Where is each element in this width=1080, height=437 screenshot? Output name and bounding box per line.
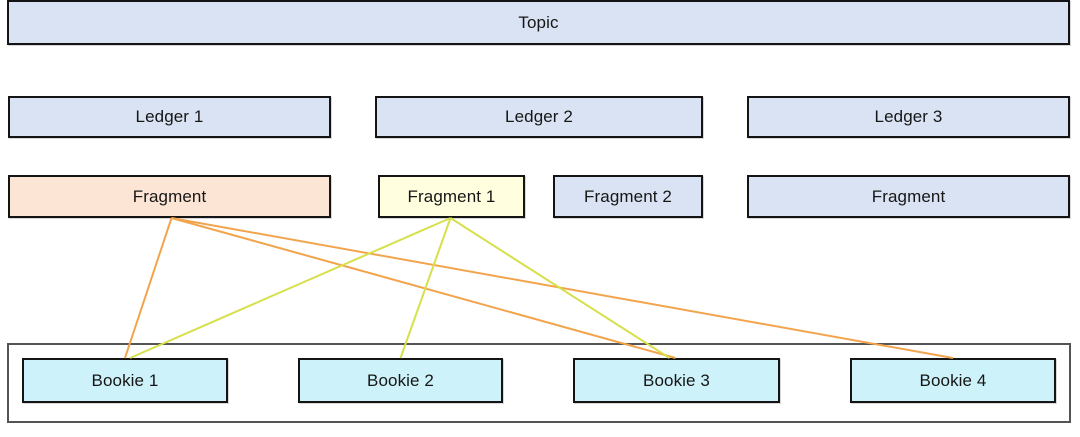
node-fragment-1: Fragment 1 [378, 175, 525, 218]
node-fragment-2-label: Fragment 2 [584, 186, 672, 206]
edge-node-fragment-1-to-node-bookie-3 [449, 217, 671, 359]
node-fragment-b: Fragment [747, 175, 1070, 218]
edge-node-fragment-1-to-node-bookie-2 [399, 217, 452, 359]
node-ledger-2-label: Ledger 2 [505, 107, 573, 126]
node-topic-label: Topic [518, 12, 559, 32]
node-bookie-2-label: Bookie 2 [367, 370, 434, 390]
node-fragment-2: Fragment 2 [553, 175, 703, 218]
node-bookie-1: Bookie 1 [22, 358, 228, 403]
edge-node-fragment-1-to-node-bookie-1 [129, 217, 451, 359]
node-bookie-1-label: Bookie 1 [91, 370, 159, 390]
node-topic: Topic [7, 0, 1070, 45]
node-ledger-1: Ledger 1 [8, 96, 331, 138]
node-bookie-4-label: Bookie 4 [919, 370, 987, 390]
node-fragment-a-label: Fragment [132, 186, 207, 206]
node-ledger-3: Ledger 3 [747, 96, 1070, 138]
edge-node-fragment-a-to-node-bookie-3 [171, 217, 676, 359]
node-fragment-b-label: Fragment [871, 186, 946, 206]
edge-node-fragment-a-to-node-bookie-1 [124, 217, 173, 359]
node-ledger-2: Ledger 2 [375, 96, 703, 138]
node-bookie-3-label: Bookie 3 [643, 370, 710, 390]
node-fragment-1-label: Fragment 1 [407, 186, 496, 206]
edge-node-fragment-a-to-node-bookie-4 [171, 217, 954, 359]
node-ledger-3-label: Ledger 3 [874, 107, 943, 126]
node-fragment-a: Fragment [8, 175, 331, 218]
node-ledger-1-label: Ledger 1 [135, 107, 204, 126]
node-bookie-2: Bookie 2 [298, 358, 503, 403]
node-bookie-3: Bookie 3 [573, 358, 780, 403]
node-bookie-4: Bookie 4 [850, 358, 1056, 403]
